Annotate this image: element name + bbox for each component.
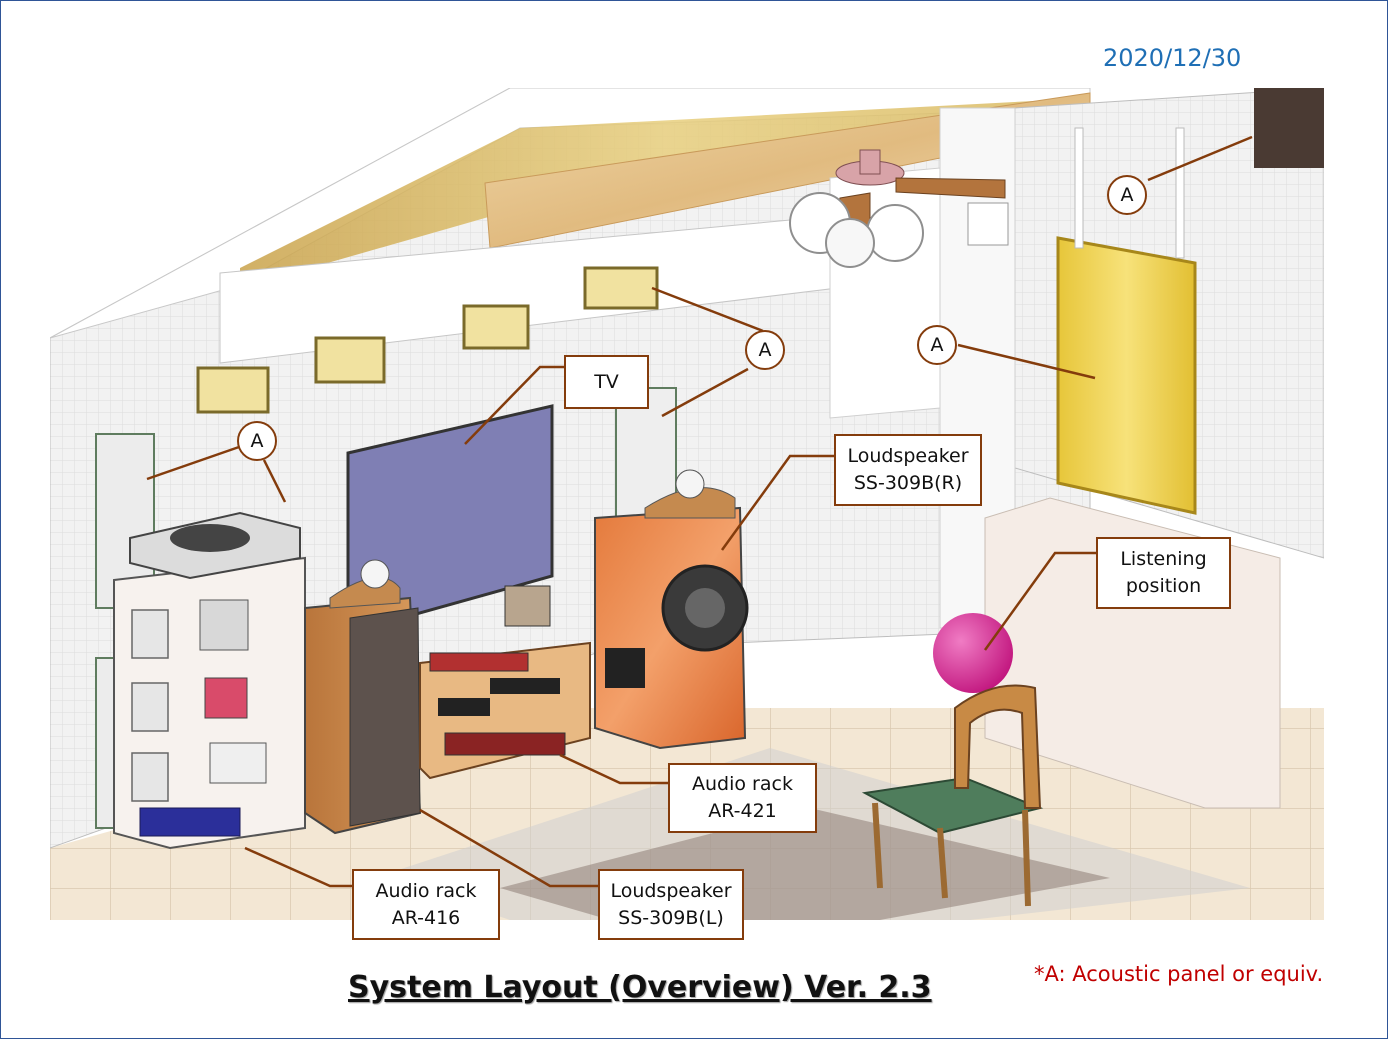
acoustic-panel-marker-right-wall: A xyxy=(917,325,957,365)
loudspeaker-r-label: Loudspeaker SS-309B(R) xyxy=(834,434,982,506)
footnote: *A: Acoustic panel or equiv. xyxy=(1034,962,1324,986)
loudspeaker-l-line2: SS-309B(L) xyxy=(618,906,724,929)
audio-rack-ar421-label: Audio rack AR-421 xyxy=(668,763,817,833)
loudspeaker-r-line1: Loudspeaker xyxy=(847,445,969,467)
audio-rack-ar416-label: Audio rack AR-416 xyxy=(352,869,500,940)
acoustic-panel-marker-windows: A xyxy=(745,330,785,370)
loudspeaker-l-label: Loudspeaker SS-309B(L) xyxy=(598,869,744,940)
diagram-title: System Layout (Overview) Ver. 2.3 xyxy=(348,970,932,1005)
tv-label-text: TV xyxy=(594,370,619,393)
listening-position-label: Listening position xyxy=(1096,537,1231,609)
loudspeaker-l-line1: Loudspeaker xyxy=(610,879,732,902)
date-stamp: 2020/12/30 xyxy=(1103,44,1242,72)
ar421-line1: Audio rack xyxy=(692,773,793,795)
acoustic-panel-marker-left-wall: A xyxy=(237,421,277,461)
tv-label: TV xyxy=(564,355,649,409)
listening-line1: Listening xyxy=(1120,548,1207,570)
loudspeaker-r-line2: SS-309B(R) xyxy=(853,472,963,494)
ar421-line2: AR-421 xyxy=(708,800,777,822)
acoustic-panel-marker-top-right: A xyxy=(1107,175,1147,215)
listening-line2: position xyxy=(1125,575,1202,597)
ar416-line1: Audio rack xyxy=(375,879,477,902)
ar416-line2: AR-416 xyxy=(391,906,461,929)
